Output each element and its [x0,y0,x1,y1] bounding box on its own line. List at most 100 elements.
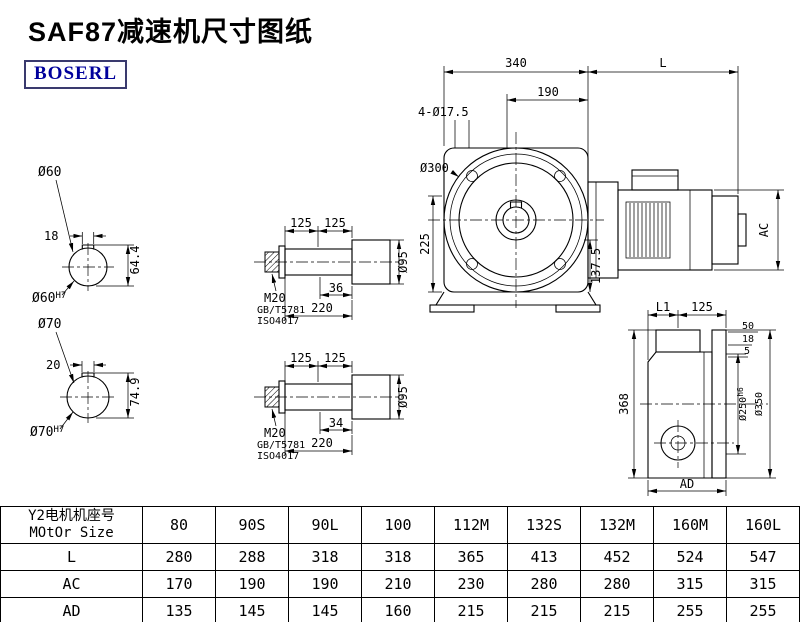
dim-AC-label: AC [757,223,771,237]
table-cell: 280 [142,543,216,571]
row-label: AC [0,570,143,598]
dim-36-label: 36 [329,281,343,295]
shaft-section-70: Ø70 20 74.9 Ø70H7 [30,317,142,440]
front-view-dim-lines [428,66,784,293]
table-cell: 160 [361,597,435,622]
dim-125-left-label: 125 [290,216,312,230]
dim-220-label: 220 [311,436,333,450]
dim-368-label: 368 [617,393,631,415]
key-height-64-4-label: 64.4 [128,246,142,275]
table-cell: 135 [142,597,216,622]
table-cell: 318 [361,543,435,571]
table-cell: 210 [361,570,435,598]
table-cell: 215 [507,597,581,622]
dim-L-label: L [659,56,666,70]
table-cell: 413 [507,543,581,571]
column-header: 90S [215,506,289,544]
table-cell: 280 [580,570,654,598]
dia-300-label: Ø300 [420,161,449,175]
dim-L1-label: L1 [656,300,670,314]
dim-5-label: 5 [744,346,750,357]
standard-iso-label: ISO4017 [257,451,299,462]
dim-137-5-label: 137.5 [589,248,603,284]
table-row-AC: AC 170 190 190 210 230 280 280 315 315 [0,570,800,598]
table-row-L: L 280 288 318 318 365 413 452 524 547 [0,543,800,571]
table-cell: 315 [653,570,727,598]
table-cell: 365 [434,543,508,571]
table-cell: 255 [653,597,727,622]
table-cell: 170 [142,570,216,598]
standard-iso-label: ISO4017 [257,316,299,327]
dim-125-label: 125 [691,300,713,314]
column-header: 132M [580,506,654,544]
table-cell: 190 [288,570,362,598]
column-header: 132S [507,506,581,544]
page-title: SAF87减速机尺寸图纸 [28,17,314,47]
table-cell: 315 [726,570,800,598]
row-label: L [0,543,143,571]
fit-70-label: Ø70H7 [30,425,64,440]
column-header: 80 [142,506,216,544]
key-height-74-9-label: 74.9 [128,378,142,407]
motor-size-table: Y2电机机座号 MOtOr Size 80 90S 90L 100 112M 1… [0,506,800,622]
shaft-detail-top: 125 125 M20 GB/T5781 ISO4017 36 220 Ø95 [254,216,410,327]
dim-340-label: 340 [505,56,527,70]
side-view-dim-lines [628,310,776,496]
dim-AD-label: AD [680,477,694,491]
standard-gb-label: GB/T5781 [257,440,305,451]
table-header-cell: Y2电机机座号 MOtOr Size [0,506,143,544]
shaft-detail-bottom: 125 125 M20 GB/T5781 ISO4017 34 220 Ø95 [254,351,410,462]
holes-label: 4-Ø17.5 [418,105,469,119]
side-view: L1 125 50 18 5 368 Ø250h6 Ø350 AD [617,300,776,496]
dim-125-right-label: 125 [324,351,346,365]
table-cell: 280 [507,570,581,598]
column-header: 160L [726,506,800,544]
header-line-en: MOtOr Size [29,525,114,541]
standard-gb-label: GB/T5781 [257,305,305,316]
table-cell: 190 [215,570,289,598]
dia-250-label: Ø250h6 [736,387,749,421]
dim-34-label: 34 [329,416,343,430]
dia-60-label: Ø60 [38,165,61,180]
section-60-dim-lines [55,179,134,296]
table-cell: 318 [288,543,362,571]
column-header: 90L [288,506,362,544]
table-cell: 230 [434,570,508,598]
dia-95-label: Ø95 [396,251,410,273]
detail-bottom-dim-lines [271,361,404,455]
dim-18-label: 18 [742,334,754,345]
dim-50-label: 50 [742,321,754,332]
dia-350-label: Ø350 [753,392,765,416]
table-header-row: Y2电机机座号 MOtOr Size 80 90S 90L 100 112M 1… [0,506,800,544]
thread-M20-label: M20 [264,426,286,440]
table-cell: 145 [288,597,362,622]
dia-70-label: Ø70 [38,317,61,332]
motor-fins [629,203,667,257]
detail-top-dim-lines [271,226,404,320]
technical-drawing: 340 L 190 4-Ø17.5 Ø300 225 137.5 AC [30,56,784,496]
dim-125-right-label: 125 [324,216,346,230]
table-cell: 215 [580,597,654,622]
column-header: 160M [653,506,727,544]
key-width-20-label: 20 [46,358,60,372]
fit-60-label: Ø60H7 [32,291,66,306]
table-cell: 288 [215,543,289,571]
column-header: 112M [434,506,508,544]
table-cell: 255 [726,597,800,622]
header-line-cn: Y2电机机座号 [28,508,115,524]
table-cell: 215 [434,597,508,622]
column-header: 100 [361,506,435,544]
table-cell: 524 [653,543,727,571]
shaft-section-60: Ø60 18 64.4 Ø60H7 [32,165,142,306]
row-label: AD [0,597,143,622]
table-cell: 452 [580,543,654,571]
front-view: 340 L 190 4-Ø17.5 Ø300 225 137.5 AC [418,56,784,313]
section-70-dim-lines [55,331,134,430]
dia-95-label: Ø95 [396,386,410,408]
dim-125-left-label: 125 [290,351,312,365]
key-width-18-label: 18 [44,229,58,243]
dim-190-label: 190 [537,85,559,99]
brand-logo: BOSERL [24,60,128,89]
table-cell: 547 [726,543,800,571]
